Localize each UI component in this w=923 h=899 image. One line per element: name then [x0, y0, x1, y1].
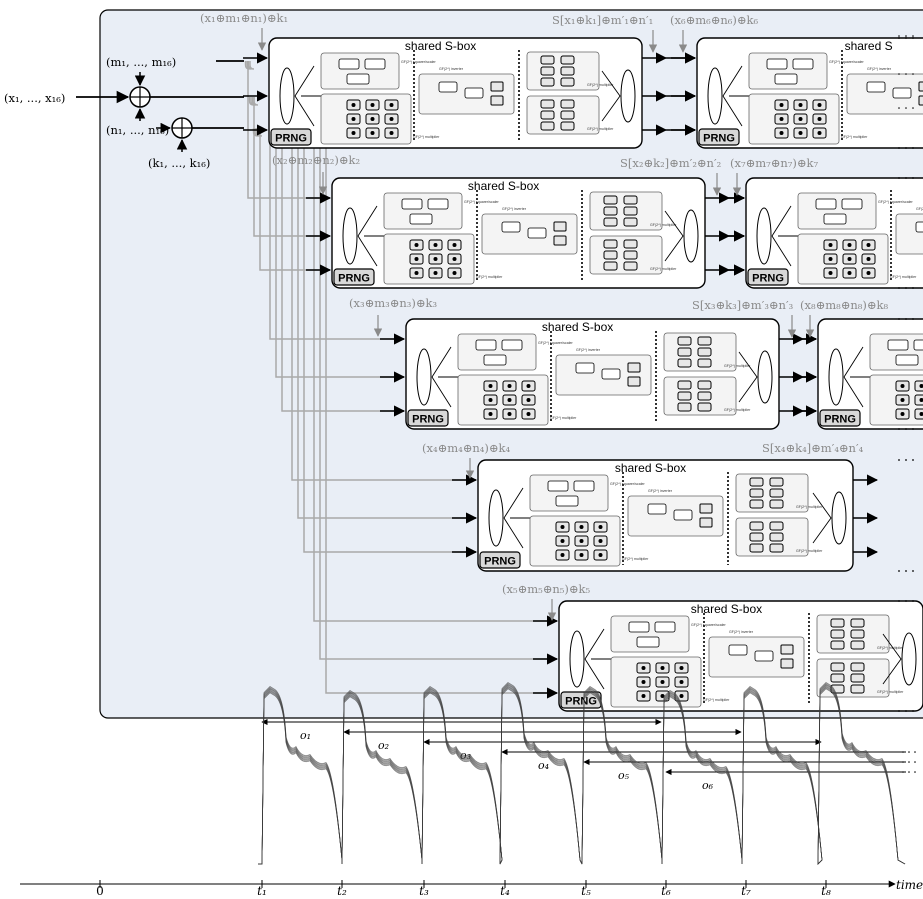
prng-label: PRNG [412, 414, 444, 426]
overlap-label: o₁ [300, 729, 311, 742]
sbox-output-label: S[x₂⊕k₂]⊕m′₂⊕n′₂ [620, 156, 721, 170]
sbox-output-label: S[x₃⊕k₃]⊕m′₃⊕n′₃ [692, 298, 794, 312]
time-tick-label: t₄ [500, 884, 510, 895]
sbox-title: shared S-box [468, 179, 539, 193]
sbox-output-label: S[x₄⊕k₄]⊕m′₄⊕n′₄ [762, 441, 864, 455]
overlap-label: o₄ [538, 759, 549, 772]
sbox-title: shared S-box [542, 320, 613, 334]
overlap-label: o₂ [378, 739, 389, 752]
overlap-label: o₆ [702, 779, 714, 792]
inverter-label: GF(2⁴) inverter [439, 67, 464, 71]
overlap-label: o₅ [618, 769, 630, 782]
sbox-title: shared S-box [691, 602, 762, 616]
time-tick-label: t₆ [661, 884, 671, 895]
multiplier-label: GF(2⁴) multiplier [796, 505, 823, 509]
time-tick-label: 0 [96, 884, 104, 895]
multiplier-label: GF(2⁴) multiplier [890, 275, 917, 279]
time-axis: time 0 t₁ t₂ t₃ t₄ t₅ t₆ t₇ t₈ [20, 878, 923, 895]
inverter-label: GF(2⁴) inverter [729, 630, 754, 634]
squarer-label: GF(2⁴) squarer/scaler [610, 482, 645, 486]
time-tick-label: t₃ [419, 884, 429, 895]
input-n-label: (n₁, ..., n₁₆) [106, 123, 169, 137]
squarer-label: GF(2⁴) squarer/scaler [878, 200, 913, 204]
prng-label: PRNG [824, 414, 856, 426]
inverter-label: GF(2⁴) inverter [576, 348, 601, 352]
prng-label: PRNG [565, 696, 597, 708]
input-x-label: (x₁, ..., x₁₆) [4, 91, 65, 105]
next-input-label: (x₆⊕m₆⊕n₆)⊕k₆ [670, 13, 758, 27]
multiplier-label: GF(2⁴) multiplier [724, 364, 751, 368]
multiplier-label: GF(2⁴) multiplier [724, 408, 751, 412]
sbox-input-label: (x₃⊕m₃⊕n₃)⊕k₃ [349, 296, 437, 310]
multiplier-label: GF(2⁴) multiplier [476, 275, 503, 279]
sbox-input-label: (x₅⊕m₅⊕n₅)⊕k₅ [502, 582, 590, 596]
prng-block: PRNG [334, 269, 374, 285]
inverter-label: GF(2⁴) inverter [916, 207, 923, 211]
time-tick-label: t₈ [821, 884, 831, 895]
time-tick-label: t₂ [337, 884, 347, 895]
sbox-title: shared S-box [615, 461, 686, 475]
inverter-label: GF(2⁴) inverter [867, 67, 892, 71]
multiplier-label: GF(2⁴) multiplier [650, 267, 677, 271]
multiplier-label: GF(2⁴) multiplier [650, 223, 677, 227]
multiplier-label: GF(2⁴) multiplier [550, 416, 577, 420]
sbox-output-label: S[x₁⊕k₁]⊕m′₁⊕n′₁ [552, 13, 653, 27]
prng-block: PRNG [271, 129, 311, 145]
multiplier-label: GF(2⁴) multiplier [587, 83, 614, 87]
prng-block: PRNG [408, 410, 448, 426]
prng-label: PRNG [752, 273, 784, 285]
prng-label: PRNG [484, 556, 516, 568]
prng-block: PRNG [699, 129, 739, 145]
sbox-input-label: (x₂⊕m₂⊕n₂)⊕k₂ [272, 153, 360, 167]
input-k-label: (k₁, ..., k₁₆) [148, 156, 210, 170]
input-m-label: (m₁, ..., m₁₆) [106, 55, 176, 69]
prng-block: PRNG [748, 269, 788, 285]
sbox-title: shared S-box [405, 39, 476, 53]
inverter-label: GF(2⁴) inverter [648, 489, 673, 493]
prng-label: PRNG [275, 133, 307, 145]
time-tick-label: t₁ [257, 884, 267, 895]
multiplier-label: GF(2⁴) multiplier [703, 698, 730, 702]
sbox-title: shared S [845, 39, 893, 53]
time-tick-label: t₅ [581, 884, 591, 895]
multiplier-label: GF(2⁴) multiplier [877, 690, 904, 694]
sbox-input-label: (x₁⊕m₁⊕n₁)⊕k₁ [200, 11, 288, 25]
prng-label: PRNG [338, 273, 370, 285]
squarer-label: GF(2⁴) squarer/scaler [401, 60, 436, 64]
inverter-label: GF(2⁴) inverter [502, 207, 527, 211]
time-axis-label: time [896, 878, 923, 892]
prng-block: PRNG [480, 552, 520, 568]
multiplier-label: GF(2⁴) multiplier [877, 646, 904, 650]
prng-label: PRNG [703, 133, 735, 145]
squarer-label: GF(2⁴) squarer/scaler [464, 200, 499, 204]
prng-block: PRNG [820, 410, 860, 426]
squarer-label: GF(2⁴) squarer/scaler [691, 623, 726, 627]
multiplier-label: GF(2⁴) multiplier [796, 549, 823, 553]
multiplier-label: GF(2⁴) multiplier [622, 557, 649, 561]
multiplier-label: GF(2⁴) multiplier [587, 127, 614, 131]
sbox-input-label: (x₄⊕m₄⊕n₄)⊕k₄ [422, 441, 510, 455]
multiplier-label: GF(2⁴) multiplier [413, 135, 440, 139]
multiplier-label: GF(2⁴) multiplier [841, 135, 868, 139]
time-tick-label: t₇ [741, 884, 751, 895]
squarer-label: GF(2⁴) squarer/scaler [538, 341, 573, 345]
next-input-label: (x₈⊕m₈⊕n₈)⊕k₈ [800, 298, 888, 312]
squarer-label: GF(2⁴) squarer/scaler [829, 60, 864, 64]
next-input-label: (x₇⊕m₇⊕n₇)⊕k₇ [730, 156, 818, 170]
